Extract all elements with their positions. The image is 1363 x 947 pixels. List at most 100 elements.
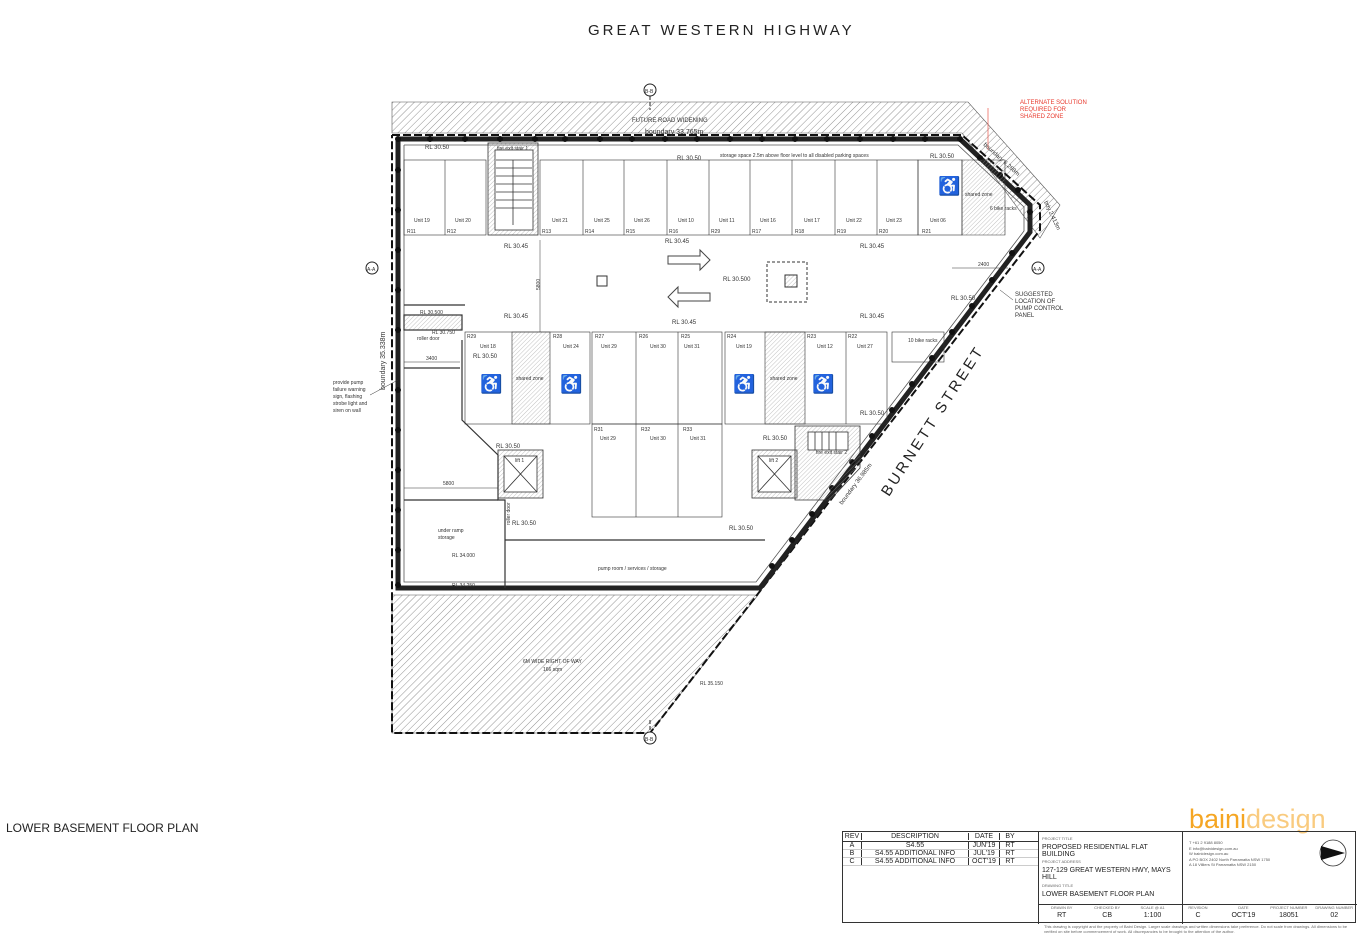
svg-text:Unit 17: Unit 17 [804, 218, 820, 224]
project-title: PROPOSED RESIDENTIAL FLAT BUILDING [1042, 844, 1148, 858]
pump-warning-line: failure warning [333, 387, 366, 393]
project-address: 127-129 GREAT WESTERN HWY, MAYS HILL [1042, 867, 1171, 881]
svg-text:R31: R31 [594, 427, 603, 433]
svg-text:R15: R15 [626, 229, 635, 235]
traffic-arrow-west [667, 285, 711, 309]
svg-text:Unit 25: Unit 25 [594, 218, 610, 224]
level-label: RL 30.50 [729, 526, 754, 532]
pump-warning-line: provide pump [333, 380, 364, 386]
lift-2-label: lift 2 [769, 458, 778, 464]
middle-row-labels: R29 R28 R27 R26 R25 R24 R23 R22 Unit 18 … [467, 334, 873, 350]
alt-solution-line3: SHARED ZONE [1020, 114, 1063, 120]
svg-text:Unit 30: Unit 30 [650, 344, 666, 350]
svg-text:Unit 20: Unit 20 [455, 218, 471, 224]
svg-text:R32: R32 [641, 427, 650, 433]
under-ramp-label: under ramp [438, 528, 464, 534]
svg-text:R16: R16 [669, 229, 678, 235]
svg-text:Unit 31: Unit 31 [684, 344, 700, 350]
pump-panel-line: SUGGESTED [1015, 292, 1053, 298]
under-ramp-label: storage [438, 535, 455, 541]
project-info: PROJECT TITLE PROPOSED RESIDENTIAL FLAT … [1039, 832, 1183, 924]
level-label: RL 30.50 [496, 444, 521, 450]
svg-text:R26: R26 [639, 334, 648, 340]
svg-text:R21: R21 [922, 229, 931, 235]
level-label: RL 30.50 [930, 154, 955, 160]
company-logo: bainidesign [1189, 804, 1326, 834]
accessible-icon: ♿ [480, 373, 502, 394]
svg-text:Unit 29: Unit 29 [601, 344, 617, 350]
north-arrow-icon [1319, 839, 1347, 867]
storage-note: storage space 2.5m above floor level to … [720, 153, 869, 159]
svg-text:R17: R17 [752, 229, 761, 235]
svg-text:R18: R18 [795, 229, 804, 235]
level-label: RL 30.50 [425, 145, 450, 151]
level-label: RL 30.750 [432, 330, 455, 336]
svg-text:R13: R13 [542, 229, 551, 235]
level-label: RL 30.50 [951, 296, 976, 302]
street-name-north: GREAT WESTERN HIGHWAY [588, 22, 855, 39]
site-boundary [391, 134, 1041, 734]
top-row-labels: Unit 19 Unit 20 Unit 21 Unit 25 Unit 26 … [407, 218, 946, 235]
svg-text:R25: R25 [681, 334, 690, 340]
svg-text:Unit 18: Unit 18 [480, 344, 496, 350]
svg-text:B-B: B-B [645, 737, 654, 743]
pump-room-label: pump room / services / storage [598, 566, 667, 572]
shared-zone-label: shared zone [516, 376, 544, 382]
svg-text:R14: R14 [585, 229, 594, 235]
lift-2 [751, 449, 798, 499]
svg-text:Unit 30: Unit 30 [650, 436, 666, 442]
level-label: RL 30.45 [504, 244, 529, 250]
svg-text:Unit 29: Unit 29 [600, 436, 616, 442]
right-of-way-label: 6M WIDE RIGHT OF WAY [523, 659, 582, 665]
middle-parking-row [464, 331, 945, 425]
lower-row-labels: R31 R32 R33 Unit 29 Unit 30 Unit 31 [594, 427, 706, 442]
svg-text:R33: R33 [683, 427, 692, 433]
level-label: RL 30.45 [860, 314, 885, 320]
accessible-icon: ♿ [560, 373, 582, 394]
dimension-label: 5800 [536, 279, 542, 290]
dimension-label: 3400 [426, 356, 437, 362]
level-label: RL 30.50 [763, 436, 788, 442]
dimension-label: 5800 [443, 481, 454, 487]
svg-text:R12: R12 [447, 229, 456, 235]
level-label: RL 30.45 [672, 320, 697, 326]
ramp-walls [403, 304, 765, 588]
level-label: RL 30.500 [723, 277, 751, 283]
svg-text:R19: R19 [837, 229, 846, 235]
lift-1-label: lift 1 [515, 458, 524, 464]
accessible-icon: ♿ [938, 175, 960, 196]
svg-text:A-A: A-A [1033, 267, 1042, 273]
level-label: RL 30.45 [665, 239, 690, 245]
level-label: RL 30.50 [677, 156, 702, 162]
svg-text:Unit 26: Unit 26 [634, 218, 650, 224]
bike-racks-label: 6 bike racks [990, 206, 1017, 212]
section-marker-bb-bottom: B-B [643, 731, 657, 745]
svg-text:Unit 21: Unit 21 [552, 218, 568, 224]
level-label: RL 30.50 [512, 521, 537, 527]
drawing-title: LOWER BASEMENT FLOOR PLAN [1042, 891, 1155, 898]
pump-warning-line: siren on wall [333, 408, 361, 414]
traffic-arrow-east [667, 248, 711, 272]
level-label: RL 30.45 [504, 314, 529, 320]
svg-text:Unit 22: Unit 22 [846, 218, 862, 224]
svg-text:Unit 19: Unit 19 [414, 218, 430, 224]
shared-zone-label: shared zone [770, 376, 798, 382]
bike-racks-label: 10 bike racks [908, 338, 938, 344]
fire-stair-2 [794, 425, 861, 501]
section-marker-aa-left: A-A [365, 261, 379, 275]
sheet-title: LOWER BASEMENT FLOOR PLAN [6, 821, 199, 835]
pump-warning-line: strobe light and [333, 401, 367, 407]
svg-text:Unit 27: Unit 27 [857, 344, 873, 350]
pump-panel-line: LOCATION OF [1015, 299, 1056, 305]
level-label: RL 34.000 [452, 553, 475, 559]
dimension-label: 2400 [978, 262, 989, 268]
lower-parking-row [591, 423, 723, 518]
svg-text:R29: R29 [711, 229, 720, 235]
alt-solution-line2: REQUIRED FOR [1020, 107, 1067, 113]
section-marker-bb-top: B-B [643, 83, 657, 97]
fire-stair-2-label: fire exit stair 2 [816, 450, 847, 456]
